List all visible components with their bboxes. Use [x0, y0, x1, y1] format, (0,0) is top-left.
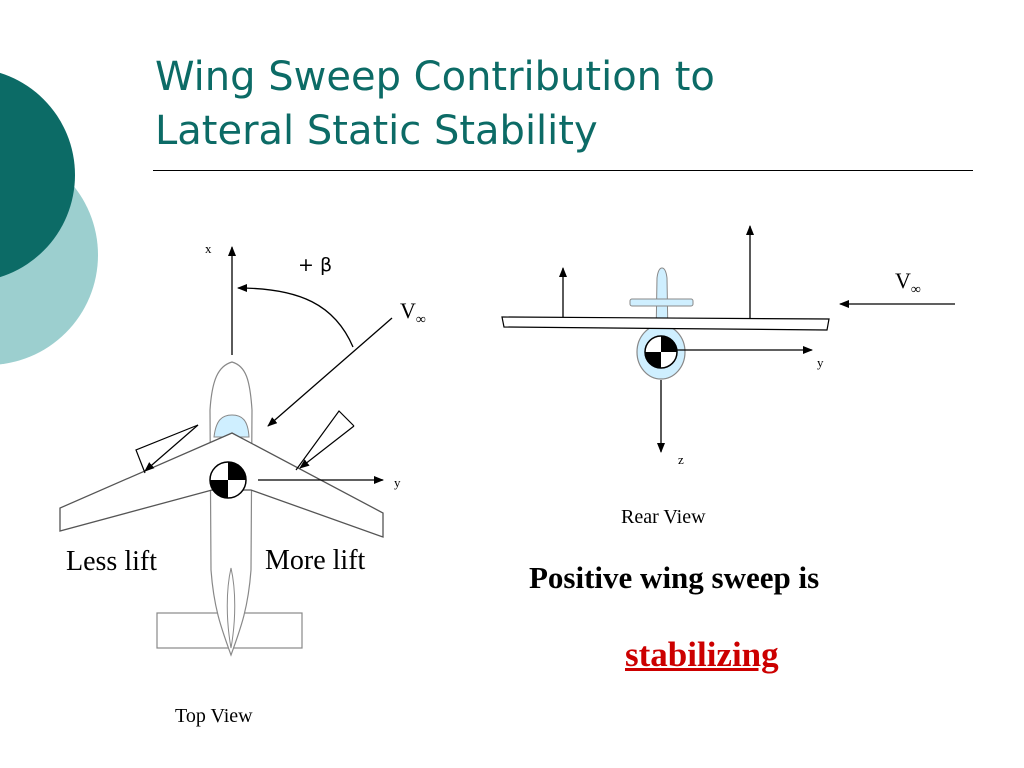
rear-velocity-subscript: ∞ — [910, 282, 921, 298]
top-velocity-subscript: ∞ — [415, 312, 426, 328]
cg-symbol-top — [209, 461, 247, 499]
top-freestream-label: V∞ — [400, 298, 426, 328]
top-view-diagram — [59, 246, 393, 657]
top-y-axis-label: y — [394, 475, 401, 490]
less-lift-label: Less lift — [66, 546, 157, 577]
left-wing-flow-triangle — [135, 424, 199, 474]
freestream-arrow-top — [267, 317, 393, 427]
sideslip-arc — [237, 284, 354, 348]
title-divider — [153, 170, 973, 171]
vertical-tail-top — [226, 567, 236, 649]
page-title: Wing Sweep Contribution to Lateral Stati… — [155, 50, 975, 158]
decor-circle-dark — [0, 72, 75, 278]
canopy — [213, 414, 250, 438]
title-line-2: Lateral Static Stability — [155, 108, 598, 154]
rear-freestream-label: V∞ — [895, 268, 921, 298]
stabilizing-emphasis: stabilizing — [625, 635, 779, 674]
horizontal-tail-rear — [629, 298, 694, 307]
top-view-caption: Top View — [175, 705, 253, 727]
left-wing-flow-arrow — [144, 424, 199, 472]
right-wing-flow-triangle — [295, 410, 355, 471]
rear-velocity-symbol: V — [895, 268, 911, 293]
right-wing-flow-arrow — [299, 425, 355, 469]
more-lift-label: More lift — [265, 545, 366, 576]
cg-symbol-rear — [644, 335, 678, 369]
rear-view-diagram — [501, 225, 955, 453]
rear-view-caption: Rear View — [621, 506, 706, 528]
title-line-1: Wing Sweep Contribution to — [155, 54, 715, 100]
rear-y-axis-label: y — [817, 355, 824, 370]
top-velocity-symbol: V — [400, 298, 416, 323]
rear-z-axis-label: z — [678, 452, 684, 467]
conclusion-statement: Positive wing sweep is — [529, 560, 820, 595]
top-x-axis-label: x — [205, 241, 212, 256]
wing-rear — [501, 316, 830, 331]
sideslip-beta-label: + β — [298, 254, 333, 276]
